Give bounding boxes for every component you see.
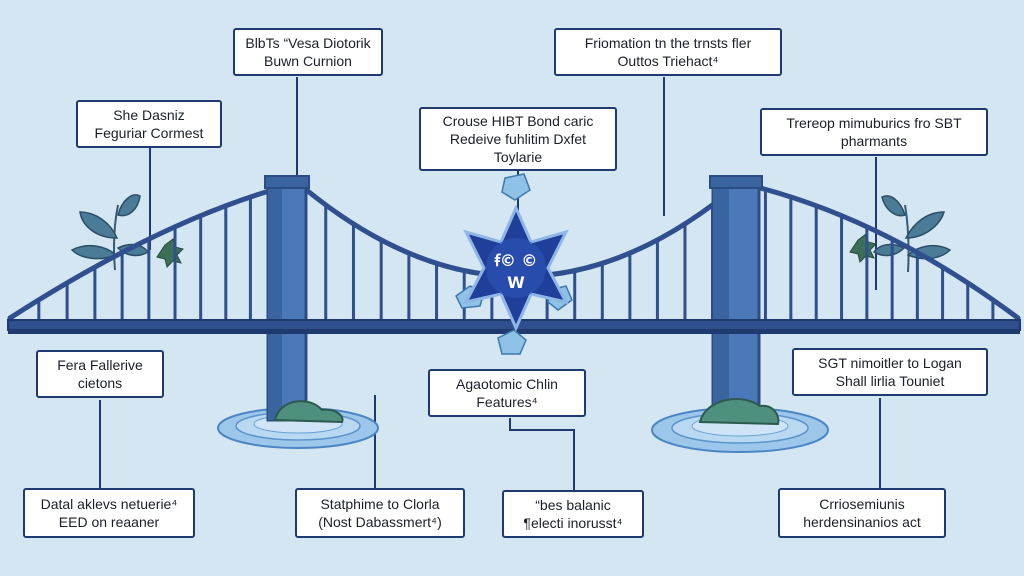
label-upper-left-line1: She Dasniz [113, 107, 185, 123]
crystal-top [501, 173, 531, 201]
label-bottom-right: Crriosemiunis herdensinanios act [778, 488, 946, 538]
rock-right [698, 398, 780, 426]
label-bottom-center-left: Statphime to Clorla (Nost Dabassmert⁴) [295, 488, 465, 538]
label-bottom-right-line1: Crriosemiunis [819, 496, 905, 512]
label-mid-left: Fera Fallerive cietons [36, 350, 164, 398]
tower-left [264, 175, 310, 422]
label-bottom-center-left-line2: (Nost Dabassmert⁴) [318, 514, 442, 530]
label-center-top: Crouse HIBT Bond caric Redeive fuhlitim … [419, 107, 617, 171]
label-upper-right-line1: Trereop mimuburics fro SBT [786, 115, 962, 131]
label-mid-right-line1: SGT nimoitler to Logan [818, 355, 962, 371]
label-center-top-line2: Redeive fuhlitim Dxfet [449, 131, 587, 147]
label-mid-center-line2: Features⁴ [476, 394, 538, 410]
label-mid-right-line2: Shall lirlia Touniet [835, 373, 945, 389]
label-bottom-center-right-line1: “bes balanic [535, 497, 611, 513]
label-bottom-center-right-line2: ¶electi inorusst⁴ [523, 515, 623, 531]
badge-line1: ꞙ© © [494, 251, 538, 270]
badge-line2: W [507, 273, 525, 292]
label-bottom-right-line2: herdensinanios act [803, 514, 921, 530]
label-upper-right: Trereop mimuburics fro SBT pharmants [760, 108, 988, 156]
label-upper-right-line2: pharmants [840, 133, 908, 149]
label-bottom-left: Datal aklevs netuerie⁴ EED on reaaner [23, 488, 195, 538]
connector-lines [99, 77, 881, 490]
label-top-right-line2: Outtos Triehact⁴ [617, 53, 719, 69]
star-badge: ꞙ© © W [463, 204, 569, 332]
star-badge-glow [486, 238, 546, 298]
label-bottom-center-right: “bes balanic ¶electi inorusst⁴ [502, 490, 644, 538]
label-mid-left-line1: Fera Fallerive [57, 357, 143, 373]
label-top-right-line1: Friomation tn the trnsts fler [584, 35, 752, 51]
connector-mid-center [509, 418, 575, 490]
label-mid-center: Agaotomic Chlin Features⁴ [428, 369, 586, 417]
label-top-left: BlbTs “Vesa Diotorik Buwn Curnion [233, 28, 383, 76]
label-top-left-line1: BlbTs “Vesa Diotorik [245, 35, 371, 51]
crystal-bottom [497, 329, 527, 355]
label-bottom-left-line2: EED on reaaner [58, 514, 160, 530]
tower-right [709, 175, 763, 422]
label-top-right: Friomation tn the trnsts fler Outtos Tri… [554, 28, 782, 76]
label-upper-left: She Dasniz Feguriar Cormest [76, 100, 222, 148]
label-upper-left-line2: Feguriar Cormest [94, 125, 204, 141]
label-center-top-line1: Crouse HIBT Bond caric [442, 113, 594, 129]
label-bottom-center-left-line1: Statphime to Clorla [320, 496, 440, 512]
label-mid-right: SGT nimoitler to Logan Shall lirlia Toun… [792, 348, 988, 396]
label-mid-center-line1: Agaotomic Chlin [456, 376, 558, 392]
label-center-top-line3: Toylarie [493, 149, 543, 165]
rock-left [273, 400, 344, 424]
label-bottom-left-line1: Datal aklevs netuerie⁴ [40, 496, 178, 512]
label-top-left-line2: Buwn Curnion [264, 53, 352, 69]
label-mid-left-line2: cietons [77, 375, 123, 391]
